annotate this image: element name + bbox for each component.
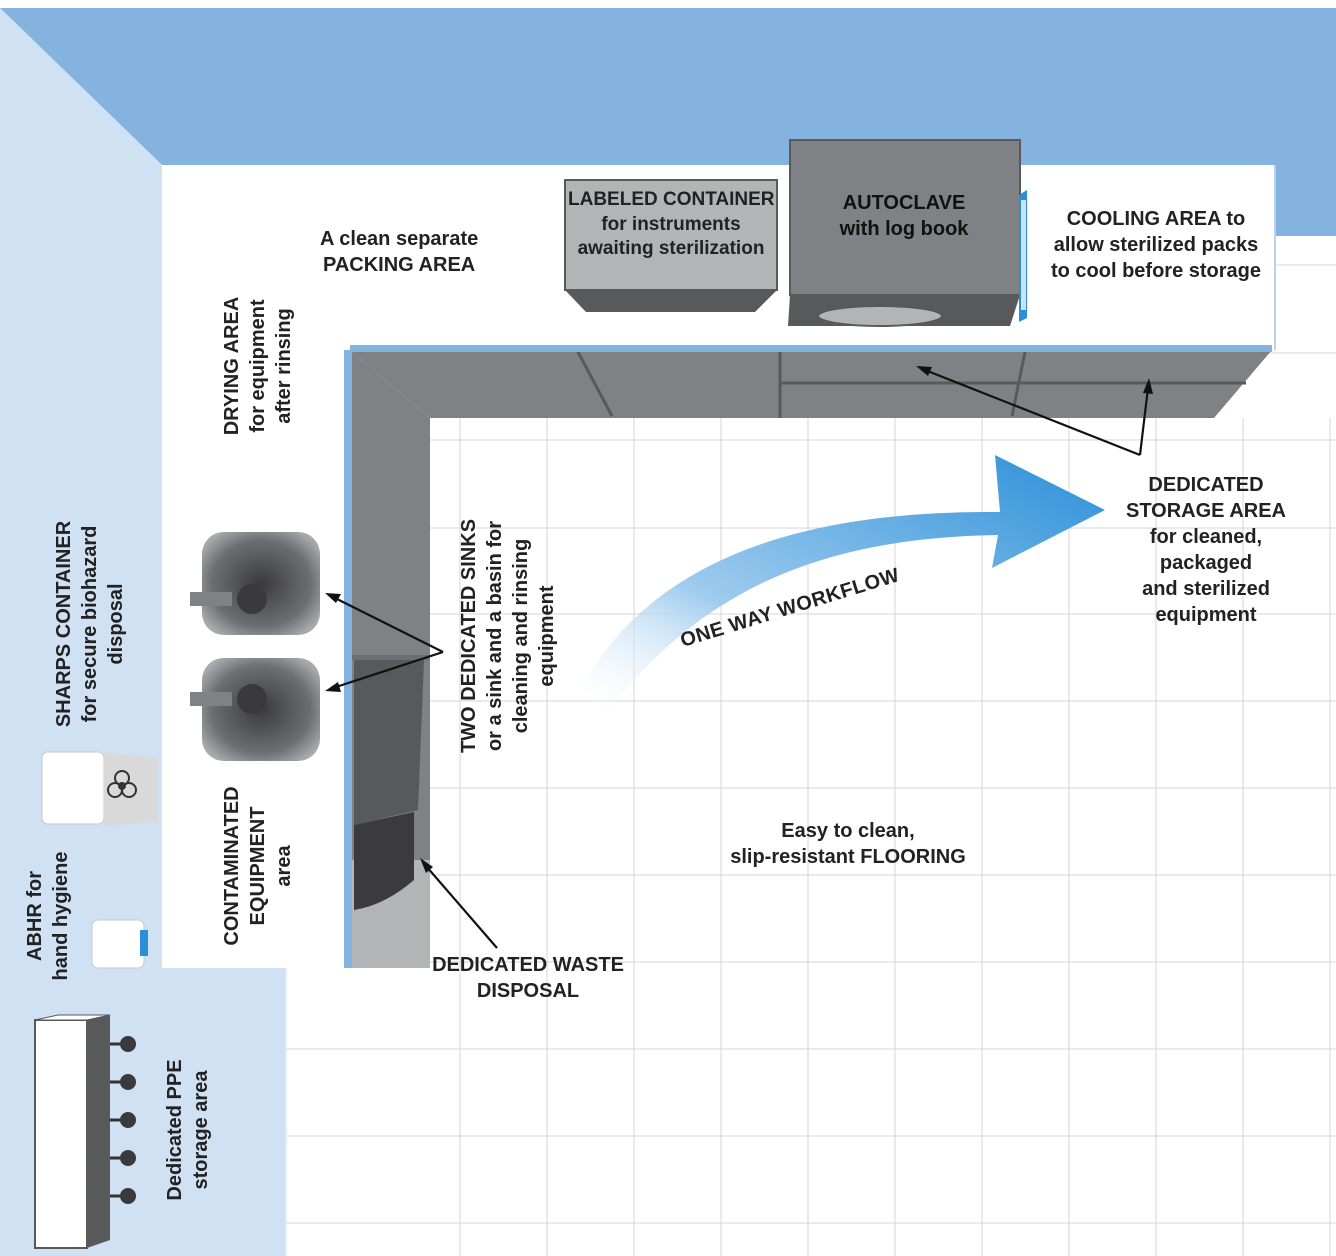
labeled-container — [564, 179, 778, 312]
floor-grid — [285, 264, 1336, 1256]
hand-rub-bottle-icon — [91, 919, 148, 969]
sink-icon — [190, 532, 320, 635]
flooring-label: Easy to clean,slip-resistant FLOORING — [730, 820, 966, 868]
sink-icon — [190, 658, 320, 761]
autoclave-icon — [788, 139, 1027, 327]
biohazard-icon — [107, 770, 137, 798]
sharps-container — [41, 751, 158, 826]
white-work-area — [162, 165, 1275, 968]
ppe-storage-cabinet — [34, 1014, 136, 1249]
waste-bin — [354, 812, 414, 910]
curved-arrow-icon — [580, 455, 1105, 715]
pointer-arrows — [325, 366, 1153, 949]
back-wall — [0, 8, 1336, 236]
left-wall — [0, 8, 285, 1256]
